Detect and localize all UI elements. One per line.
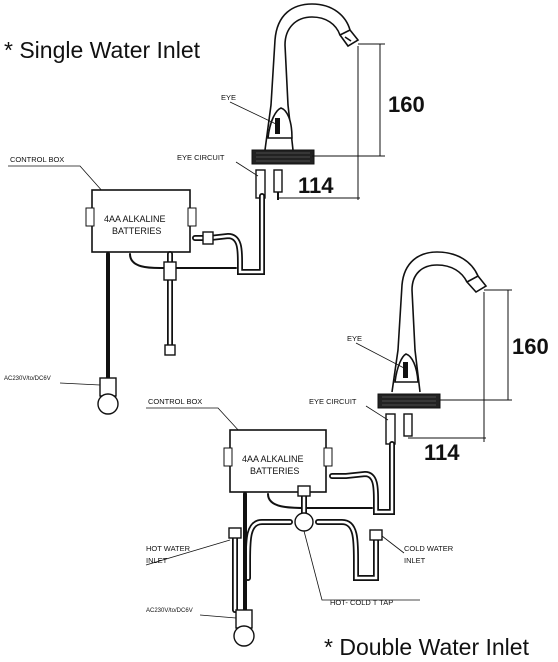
hot-water-label-line1: HOT WATER [146, 544, 191, 553]
double-power-label: AC230V/to/DC6V [146, 608, 193, 614]
double-eye-sensor [403, 362, 408, 378]
hot-water-label-line2: INLET [146, 556, 168, 565]
double-reach-dimension: 114 [424, 440, 460, 465]
double-control-box: 4AA ALKALINE BATTERIES [223, 429, 333, 493]
double-control-box-label: CONTROL BOX [148, 397, 202, 406]
double-box-line2: BATTERIES [250, 466, 299, 476]
single-eye-sensor [275, 118, 280, 134]
single-box-line2: BATTERIES [112, 226, 161, 236]
single-eye-label: EYE [221, 93, 236, 102]
single-reach-dimension: 114 [298, 173, 334, 198]
single-dimension-lines [278, 43, 385, 200]
single-control-box: 4AA ALKALINE BATTERIES [85, 189, 197, 253]
double-box-line1: 4AA ALKALINE [242, 454, 304, 464]
cold-water-label-line1: COLD WATER [404, 544, 454, 553]
double-height-dimension: 160 [512, 334, 549, 359]
t-tap-valve [294, 512, 314, 532]
single-box-line1: 4AA ALKALINE [104, 214, 166, 224]
single-eye-circuit-label: EYE CIRCUIT [177, 153, 225, 162]
cold-water-label-line2: INLET [404, 556, 426, 565]
double-eye-label: EYE [347, 334, 362, 343]
single-power-label: AC230V/to/DC6V [4, 376, 51, 382]
double-inlet-assembly: 160 114 EYE EYE CIRCUIT CONTROL BOX 4AA … [145, 251, 549, 647]
double-eye-circuit-label: EYE CIRCUIT [309, 397, 357, 406]
caption-double-inlet: * Double Water Inlet [324, 634, 530, 657]
single-control-box-label: CONTROL BOX [10, 155, 64, 164]
caption-single-inlet: * Single Water Inlet [4, 37, 201, 63]
double-dimension-lines [408, 289, 512, 442]
single-height-dimension: 160 [388, 92, 425, 117]
single-inlet-assembly: 160 114 EYE EYE CIRCUIT CONTROL BOX 4AA … [4, 3, 425, 415]
t-tap-label: HOT- COLD T TAP [330, 598, 393, 607]
